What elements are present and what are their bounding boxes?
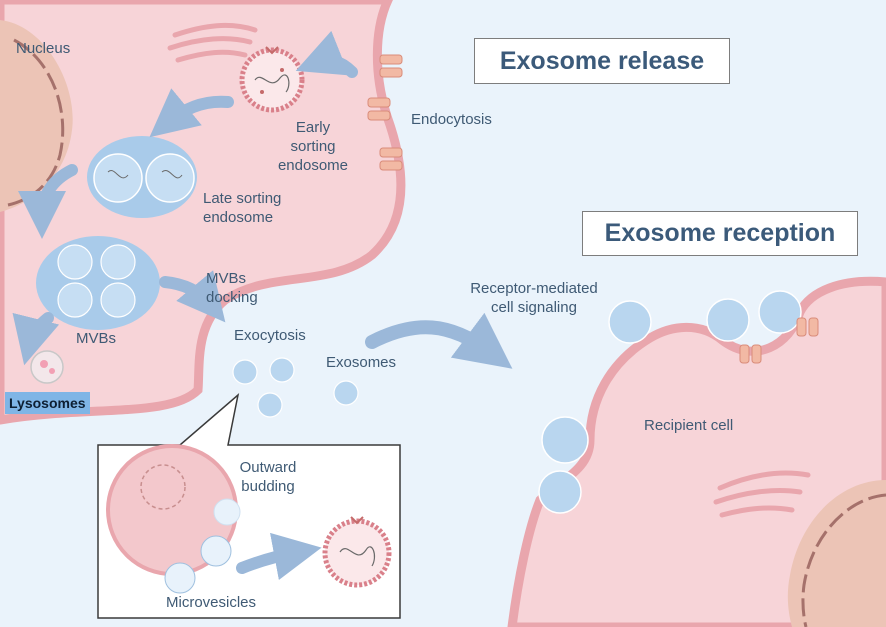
label-exosomes: Exosomes xyxy=(326,354,397,371)
label-late-sorting-endosome: Late sorting endosome xyxy=(203,190,282,226)
inset-cell xyxy=(106,444,241,594)
label-recipient-cell: Recipient cell xyxy=(644,417,734,434)
recipient-nuclear-envelope xyxy=(801,493,886,627)
released-microvesicle xyxy=(322,516,392,588)
label-receptor-mediated-signaling: Receptor-mediated cell signaling xyxy=(470,280,598,316)
label-endocytosis: Endocytosis xyxy=(411,111,492,128)
label-mvbs-docking: MVBs docking xyxy=(206,270,258,306)
lysosome xyxy=(30,350,64,384)
label-lysosomes: Lysosomes xyxy=(5,392,90,414)
exosome-release-title: Exosome release xyxy=(474,38,730,84)
multivesicular-body xyxy=(36,236,160,330)
late-sorting-endosome xyxy=(87,136,197,218)
donor-nucleus xyxy=(0,20,73,212)
inset-arrow xyxy=(236,532,322,581)
membrane-receptors-donor xyxy=(367,54,403,171)
transfer-arrow xyxy=(365,312,513,369)
label-microvesicles: Microvesicles xyxy=(166,594,257,611)
early-sorting-endosome xyxy=(239,46,305,113)
label-mvbs: MVBs xyxy=(76,330,117,347)
label-exocytosis: Exocytosis xyxy=(234,327,306,344)
recipient-nucleus xyxy=(787,480,886,627)
golgi-donor xyxy=(167,22,258,63)
recipient-exosomes xyxy=(538,290,802,514)
recipient-receptors xyxy=(739,317,819,364)
process-arrows xyxy=(12,30,358,366)
label-nucleus: Nucleus xyxy=(16,40,71,57)
exosome-reception-title: Exosome reception xyxy=(582,211,858,256)
label-early-sorting-endosome: Early sorting endosome xyxy=(277,119,349,174)
label-outward-budding: Outward budding xyxy=(239,459,297,495)
exosomes-cluster xyxy=(232,357,359,418)
golgi-recipient xyxy=(713,470,811,518)
